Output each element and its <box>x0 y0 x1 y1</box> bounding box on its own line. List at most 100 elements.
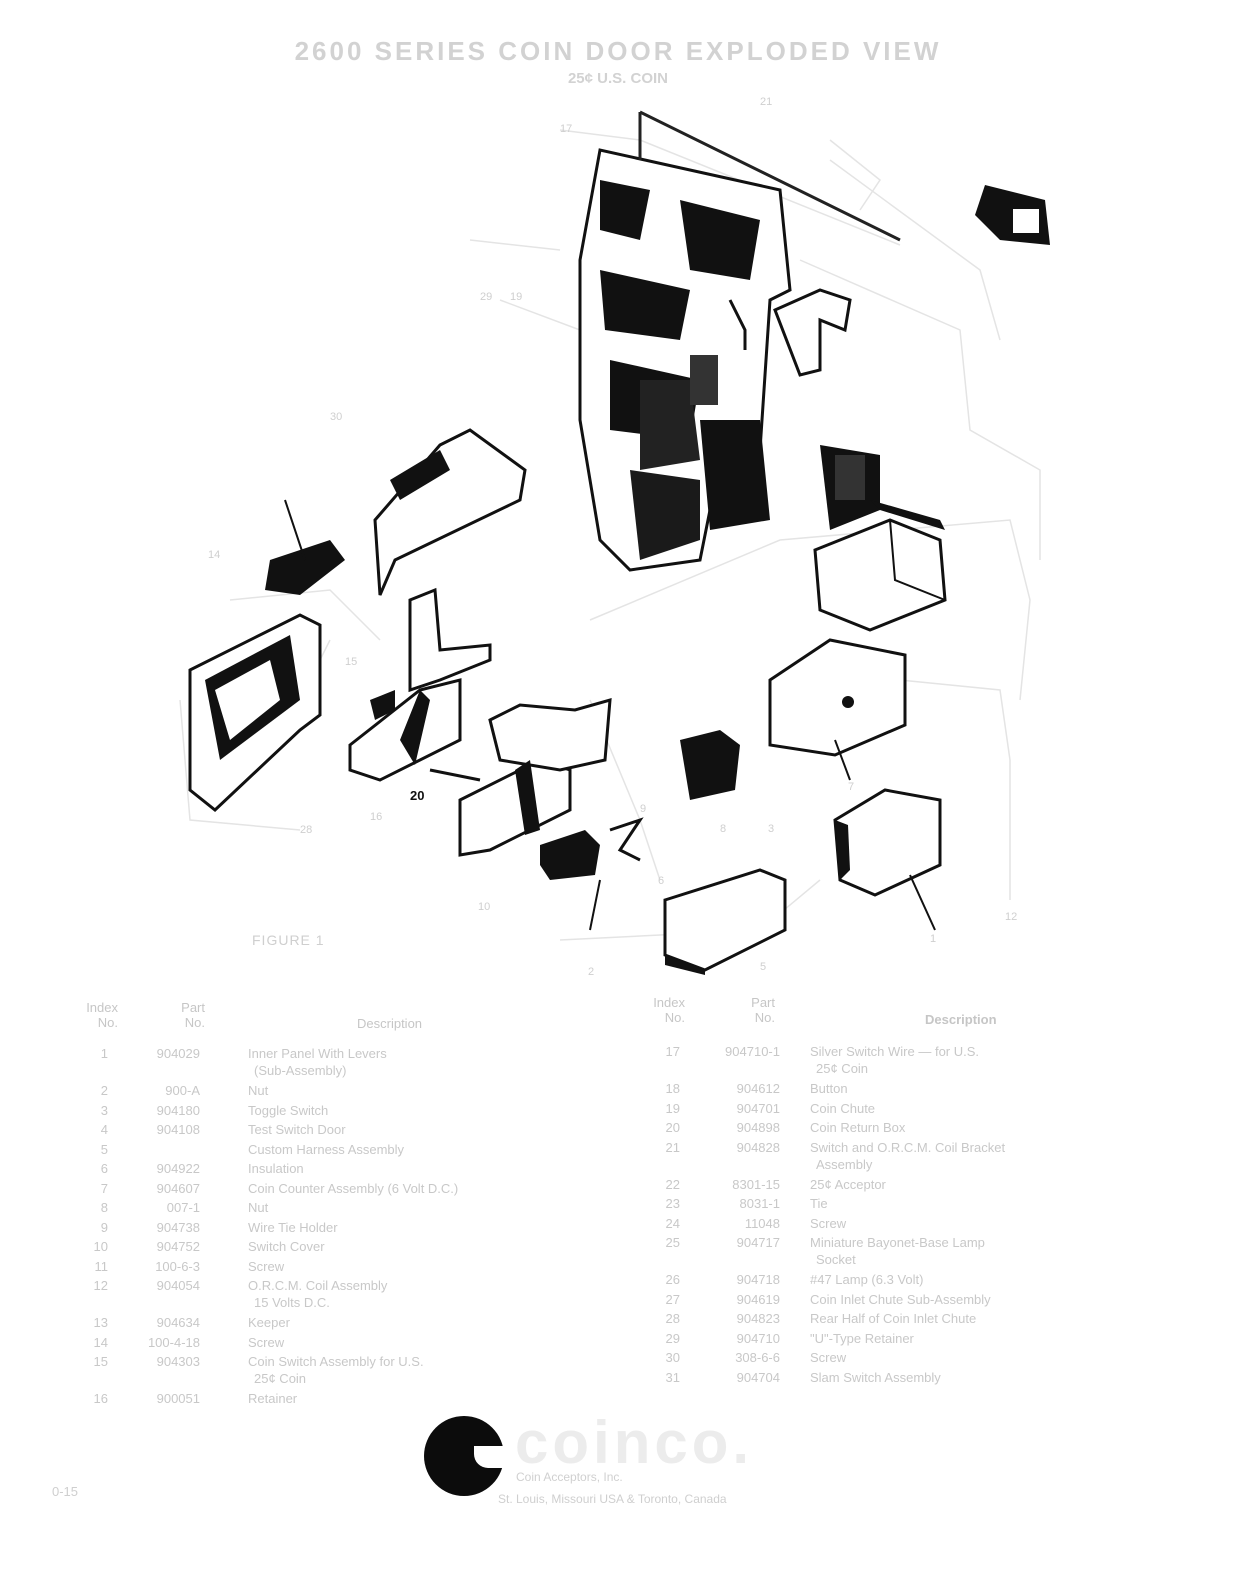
row-part-number: 904710 <box>736 1330 780 1346</box>
coin-chute-parts <box>265 428 527 596</box>
row-index: 21 <box>665 1139 680 1155</box>
row-index: 19 <box>665 1100 680 1116</box>
row-part-number: 904701 <box>736 1100 780 1116</box>
row-description: Tie <box>810 1196 828 1211</box>
row-part-number: 904704 <box>736 1369 780 1385</box>
row-description: Insulation <box>248 1161 304 1176</box>
row-description: Miniature Bayonet-Base Lamp <box>810 1235 985 1250</box>
row-description: Retainer <box>248 1391 298 1406</box>
row-part-number: 904898 <box>736 1120 780 1135</box>
row-index: 1 <box>100 1046 108 1061</box>
row-part-number: 904710-1 <box>725 1044 780 1059</box>
coin-return-box <box>429 697 612 857</box>
row-index: 24 <box>665 1215 680 1231</box>
inner-panel-assembly <box>578 148 792 572</box>
row-index: 12 <box>93 1278 108 1293</box>
row-part-number: 100-6-3 <box>155 1258 200 1274</box>
row-index: 15 <box>93 1354 108 1369</box>
row-description-continued: 25¢ Coin <box>254 1371 307 1386</box>
row-description: Custom Harness Assembly <box>248 1141 405 1157</box>
coin-return-chute <box>348 587 492 782</box>
svg-text:2: 2 <box>588 966 594 978</box>
row-index: 11 <box>94 1258 109 1274</box>
row-description: Coin Return Box <box>810 1120 906 1135</box>
row-description: Coin Chute <box>810 1100 876 1116</box>
col-header-description: Description <box>925 1012 997 1027</box>
svg-text:12: 12 <box>1005 911 1017 923</box>
row-description-continued: Socket <box>816 1252 856 1267</box>
row-part-number: 904029 <box>156 1046 200 1061</box>
row-description: 25¢ Acceptor <box>810 1176 886 1192</box>
row-description: "U"-Type Retainer <box>810 1330 914 1346</box>
orcm-coil-assembly <box>820 445 880 530</box>
row-index: 4 <box>100 1122 108 1137</box>
exploded-view-diagram: 17 30 14 28 16 20 9 8 3 10 6 2 5 7 1 12 … <box>179 96 1050 978</box>
coin-counter-box <box>813 500 947 632</box>
row-description: Rear Half of Coin Inlet Chute <box>810 1311 977 1326</box>
svg-text:8: 8 <box>720 823 726 835</box>
row-index: 3 <box>100 1102 108 1118</box>
slam-switch-assembly <box>975 185 1050 245</box>
row-description-continued: (Sub-Assembly) <box>254 1063 347 1078</box>
row-part-number: 11048 <box>744 1215 780 1231</box>
coil-bracket-assembly <box>728 288 852 377</box>
svg-text:15: 15 <box>345 656 357 668</box>
company-name: Coin Acceptors, Inc. <box>516 1470 623 1484</box>
row-part-number: 904738 <box>156 1219 200 1235</box>
row-part-number: 904718 <box>736 1272 780 1287</box>
row-description: Wire Tie Holder <box>248 1219 338 1235</box>
row-part-number: 904922 <box>156 1161 200 1176</box>
page-subtitle: 25¢ U.S. COIN <box>567 70 669 87</box>
coin-inlet-chute <box>188 613 322 812</box>
row-description: Switch Cover <box>248 1239 325 1254</box>
company-address: St. Louis, Missouri USA & Toronto, Canad… <box>498 1492 727 1506</box>
svg-text:21: 21 <box>760 96 772 108</box>
row-part-number: 308-6-6 <box>735 1350 780 1365</box>
row-description: Nut <box>248 1200 269 1215</box>
harness-box <box>833 788 942 931</box>
row-part-number: 904717 <box>736 1235 780 1250</box>
row-index: 2 <box>100 1083 108 1098</box>
svg-text:29: 29 <box>480 291 492 303</box>
row-part-number: 904108 <box>156 1122 200 1137</box>
row-index: 13 <box>93 1315 108 1330</box>
coinco-logo-notch <box>474 1446 508 1468</box>
row-description: O.R.C.M. Coil Assembly <box>248 1278 388 1293</box>
col-header-index: Index No. <box>86 1000 118 1030</box>
row-description: Coin Switch Assembly for U.S. <box>248 1354 424 1369</box>
row-description-continued: Assembly <box>816 1156 873 1172</box>
svg-text:30: 30 <box>330 411 342 423</box>
row-part-number: 904752 <box>156 1239 200 1254</box>
page-title: 2600 SERIES COIN DOOR EXPLODED VIEW <box>294 36 942 66</box>
col-header-description: Description <box>357 1016 423 1031</box>
svg-text:19: 19 <box>510 291 522 303</box>
row-part-number: 904612 <box>736 1081 780 1096</box>
coinco-logo-word: coinco. <box>515 1409 754 1476</box>
row-part-number: 900-A <box>165 1083 200 1098</box>
svg-text:20: 20 <box>410 788 424 803</box>
page-number: 0-15 <box>52 1484 79 1499</box>
row-index: 7 <box>100 1180 108 1196</box>
row-index: 5 <box>100 1141 108 1157</box>
row-part-number: 904634 <box>156 1315 200 1330</box>
svg-text:28: 28 <box>300 824 312 836</box>
svg-text:14: 14 <box>208 549 220 561</box>
row-description: Test Switch Door <box>248 1122 346 1137</box>
row-description: Inner Panel With Levers <box>248 1046 387 1061</box>
row-index: 23 <box>665 1196 680 1211</box>
row-index: 18 <box>665 1081 680 1096</box>
row-index: 16 <box>93 1391 108 1406</box>
row-part-number: 900051 <box>156 1391 200 1406</box>
row-description-continued: 15 Volts D.C. <box>254 1295 330 1310</box>
row-description-continued: 25¢ Coin <box>816 1061 869 1076</box>
row-index: 31 <box>665 1369 680 1385</box>
svg-text:9: 9 <box>640 803 646 815</box>
row-description: Switch and O.R.C.M. Coil Bracket <box>810 1139 1006 1155</box>
row-description: Button <box>810 1081 848 1096</box>
row-part-number: 007-1 <box>166 1200 200 1215</box>
svg-text:17: 17 <box>560 123 572 135</box>
svg-text:16: 16 <box>370 811 382 823</box>
row-index: 10 <box>93 1239 108 1254</box>
row-index: 20 <box>665 1120 680 1135</box>
row-index: 26 <box>665 1272 680 1287</box>
